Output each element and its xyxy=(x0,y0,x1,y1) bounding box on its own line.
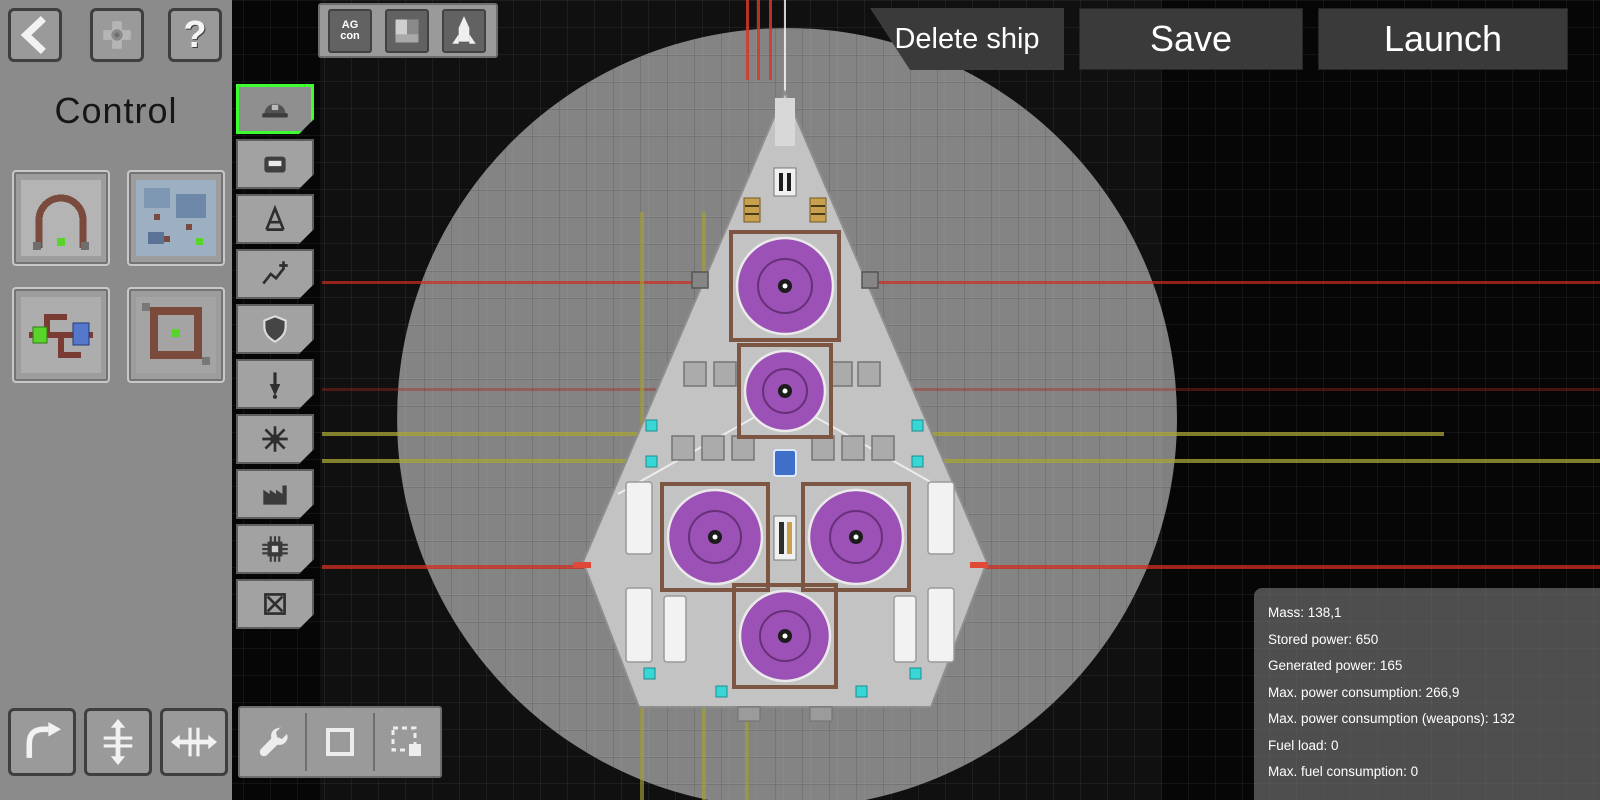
helmet-icon xyxy=(258,92,292,126)
category-button-control[interactable] xyxy=(236,84,314,134)
flip-vertical-icon xyxy=(103,718,133,766)
reactor-part-icon xyxy=(136,297,216,373)
part-button-reactor[interactable] xyxy=(127,287,225,383)
circuit-part-icon xyxy=(21,297,101,373)
stat-generated-power: Generated power: 165 xyxy=(1268,658,1403,673)
engine-flare-icon xyxy=(258,422,292,456)
category-button-engine[interactable] xyxy=(236,414,314,464)
help-button[interactable]: ? xyxy=(168,8,222,62)
arch-part-icon xyxy=(21,180,101,256)
category-button-electronics[interactable] xyxy=(236,524,314,574)
launch-label: Launch xyxy=(1383,18,1503,59)
tools-button[interactable] xyxy=(247,712,299,772)
question-mark-icon: ? xyxy=(183,13,207,56)
flip-vertical-button[interactable] xyxy=(84,708,152,776)
back-chevron-icon xyxy=(20,15,46,55)
panel-title: Control xyxy=(54,90,178,131)
firing-arc-yellow-2 xyxy=(322,459,1600,463)
bottom-center-toolbar xyxy=(238,706,442,778)
vents xyxy=(743,167,827,561)
stat-max-power-consumption: Max. power consumption: 266,9 xyxy=(1268,684,1460,700)
flip-horizontal-button[interactable] xyxy=(160,708,228,776)
chip-icon xyxy=(258,532,292,566)
category-button-cockpit[interactable] xyxy=(236,139,314,189)
ship-view-button[interactable] xyxy=(442,8,486,53)
back-button[interactable] xyxy=(8,8,62,62)
delete-ship-label: Delete ship xyxy=(894,22,1040,55)
firing-arc-red-v1 xyxy=(746,0,749,80)
category-button-factory[interactable] xyxy=(236,469,314,519)
fuel-tanks xyxy=(625,481,955,663)
cyan-pods xyxy=(643,419,924,698)
shield-icon xyxy=(258,312,292,346)
select-area-button[interactable] xyxy=(314,712,366,772)
machinery-blocks xyxy=(671,271,895,461)
part-button-circuit[interactable] xyxy=(12,287,110,383)
left-panel: Control ? xyxy=(0,0,232,800)
firing-arc-red-v2 xyxy=(757,0,760,80)
copy-selection-button[interactable] xyxy=(381,712,433,772)
select-box-icon xyxy=(325,728,354,756)
save-label: Save xyxy=(1149,18,1233,59)
deck-view-button[interactable] xyxy=(385,8,429,53)
toolbar-divider xyxy=(372,713,375,771)
category-button-shield[interactable] xyxy=(236,304,314,354)
firing-arc-red-1 xyxy=(322,281,1600,284)
part-button-gyro[interactable] xyxy=(127,170,225,266)
ship[interactable] xyxy=(560,70,1020,770)
copy-selection-icon xyxy=(391,726,422,756)
firing-arc-red-v3 xyxy=(769,0,772,80)
top-center-toolbar: AG con xyxy=(318,3,498,58)
toolbar-divider xyxy=(305,713,308,771)
weapon-arc-seg-left xyxy=(573,562,591,568)
weapon-arc-seg-right xyxy=(970,562,988,568)
firing-arc-yellow-v3 xyxy=(745,688,749,800)
flip-horizontal-icon xyxy=(170,727,218,757)
rotate-button[interactable] xyxy=(8,708,76,776)
crosshair-pad-icon xyxy=(103,21,131,49)
category-button-remove[interactable] xyxy=(236,579,314,629)
injector-icon xyxy=(258,367,292,401)
center-view-button[interactable] xyxy=(90,8,144,62)
factory-icon xyxy=(258,477,292,511)
stat-mass: Mass: 138,1 xyxy=(1268,605,1342,620)
save-button[interactable]: Save xyxy=(1079,8,1303,70)
ship-stats-panel: Mass: 138,1 Stored power: 650 Generated … xyxy=(1254,588,1600,800)
truss-icon xyxy=(258,202,292,236)
firing-arc-red-2 xyxy=(322,388,1600,391)
category-button-injector[interactable] xyxy=(236,359,314,409)
stat-stored-power: Stored power: 650 xyxy=(1268,631,1379,647)
category-button-conduit[interactable] xyxy=(236,249,314,299)
remove-icon xyxy=(258,587,292,621)
deck-panel-icon xyxy=(395,19,419,42)
category-button-truss[interactable] xyxy=(236,194,314,244)
launch-button[interactable]: Launch xyxy=(1318,8,1568,70)
ag-config-button[interactable]: AG con xyxy=(328,8,372,53)
stat-max-fuel-consumption: Max. fuel consumption: 0 xyxy=(1268,764,1419,779)
gyro-part-icon xyxy=(136,180,216,256)
wrench-icon xyxy=(259,727,288,757)
reactor-cores[interactable] xyxy=(660,230,911,689)
cockpit-icon xyxy=(258,147,292,181)
stat-max-power-consumption-weapons: Max. power consumption (weapons): 132 xyxy=(1268,711,1515,726)
stat-fuel-load: Fuel load: 0 xyxy=(1268,737,1339,753)
ag-button-line1: AG xyxy=(341,18,359,31)
ag-button-line2: con xyxy=(340,29,360,42)
delete-ship-button[interactable]: Delete ship xyxy=(870,8,1064,70)
ship-centerline xyxy=(784,0,786,95)
conduit-icon xyxy=(258,257,292,291)
rotate-icon xyxy=(26,722,62,758)
part-button-arch[interactable] xyxy=(12,170,110,266)
ship-silhouette-icon xyxy=(452,15,476,44)
